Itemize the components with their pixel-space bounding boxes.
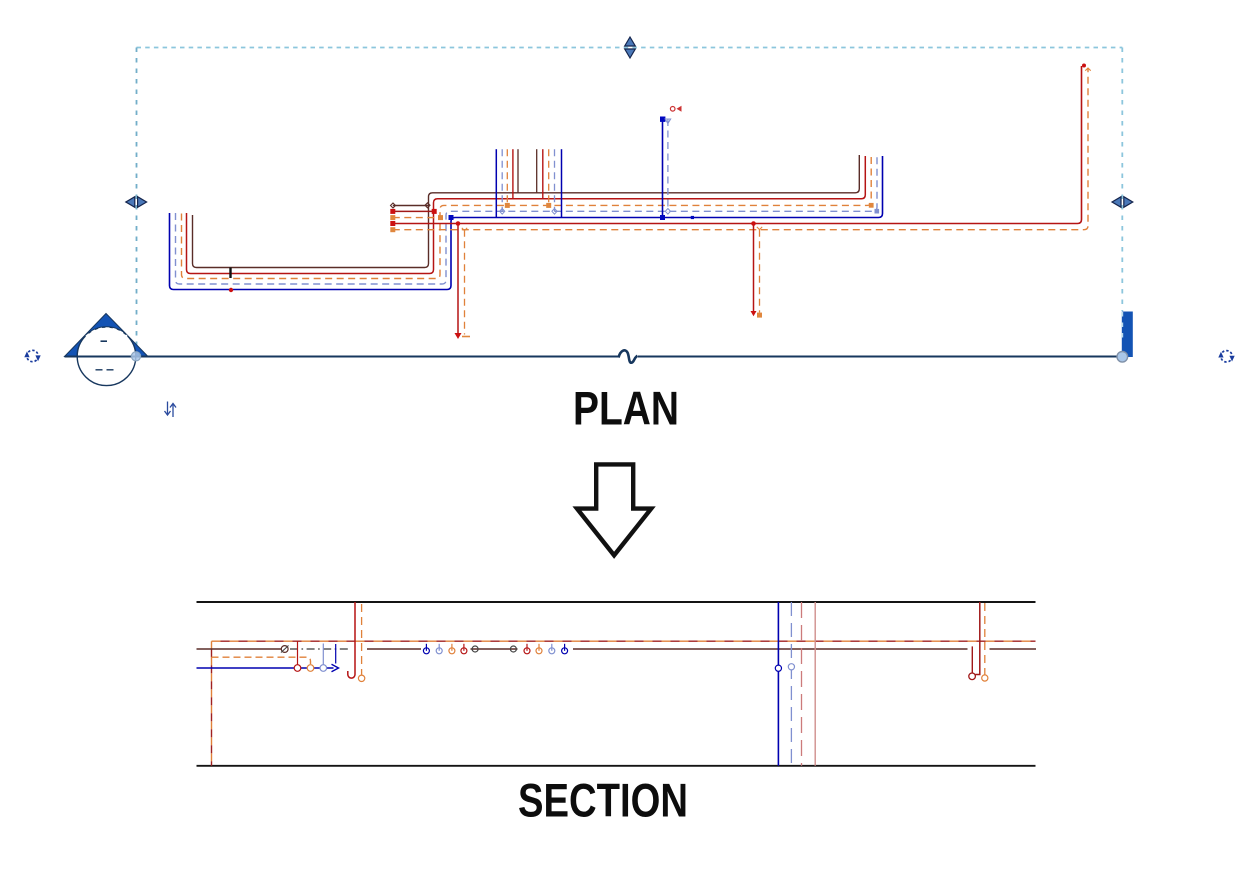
svg-text:PLAN: PLAN: [573, 382, 679, 435]
svg-text:SECTION: SECTION: [518, 774, 688, 827]
